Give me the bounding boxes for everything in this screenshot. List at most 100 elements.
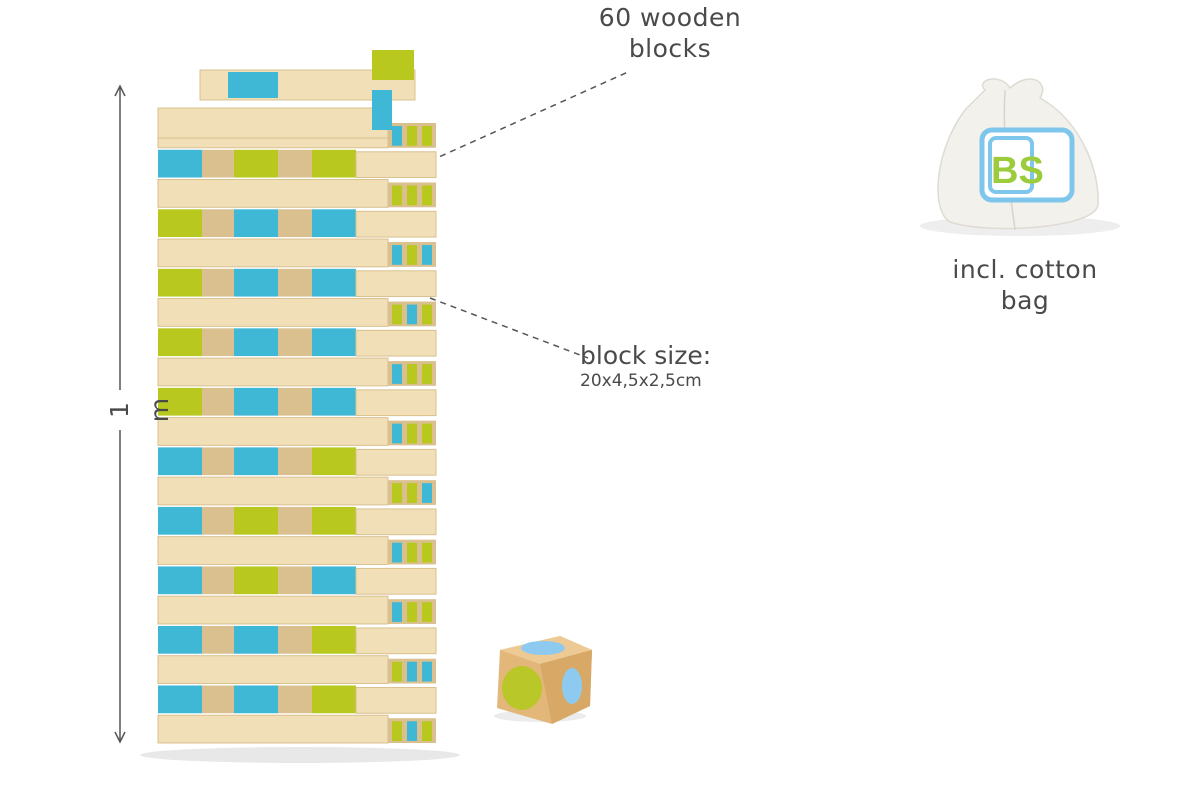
tower-block (422, 542, 432, 563)
tower-block (157, 655, 389, 684)
tower-block (407, 542, 417, 563)
tower-block (407, 185, 417, 206)
blocks-leader-line (409, 71, 629, 171)
tower-block (202, 149, 234, 178)
tower-block (407, 602, 417, 622)
tower-block (392, 661, 402, 682)
tower-block (355, 686, 437, 714)
tower-block (278, 447, 312, 476)
tower-block (234, 328, 278, 357)
height-label: 1 m (100, 390, 174, 430)
tower-block (157, 417, 389, 446)
tower-block (157, 107, 389, 139)
tower-block (407, 126, 417, 146)
tower-block (422, 721, 432, 741)
tower-block (202, 506, 234, 535)
tower-block (355, 210, 437, 238)
tower-block (158, 149, 202, 178)
tower-block (392, 483, 402, 503)
tower-block (422, 364, 432, 384)
tower-block (157, 179, 389, 208)
tower-block (422, 245, 432, 265)
tower-block (392, 721, 402, 741)
tower-block (278, 328, 312, 357)
tower-block (278, 625, 312, 654)
cotton-bag-image: BS (920, 78, 1120, 236)
tower-block (312, 387, 356, 416)
tower-block (355, 329, 437, 357)
tower-block (202, 566, 234, 595)
tower-block (392, 245, 402, 265)
tower-block (234, 506, 278, 535)
tower-block (407, 364, 417, 384)
tower-block (234, 566, 278, 595)
tower-block (312, 447, 356, 476)
tower-block (312, 149, 356, 178)
tower-block (202, 685, 234, 714)
tower-block (355, 151, 437, 179)
tower-block (355, 389, 437, 417)
tower-block (202, 328, 234, 357)
bag-label-line1: incl. cotton (952, 255, 1098, 284)
block-size-title: block size: (580, 341, 712, 370)
size-leader-line (429, 297, 589, 359)
tower-block (158, 506, 202, 535)
tower-block (312, 685, 356, 714)
tower-block (392, 185, 402, 206)
tower-block (312, 566, 356, 595)
tower-block (202, 209, 234, 238)
tower-block (355, 508, 437, 536)
block-size-label: block size: 20x4,5x2,5cm (580, 340, 760, 393)
blocks-label-line2: blocks (628, 34, 712, 64)
tower-block (157, 714, 389, 744)
tower-block (158, 685, 202, 714)
tower-block (407, 304, 417, 325)
tower-block (278, 685, 312, 714)
tower-block (407, 721, 417, 741)
tower-block (157, 536, 389, 565)
tower-block (157, 595, 389, 625)
tower-block (157, 476, 389, 506)
tower-block (278, 506, 312, 535)
blocks-label-line1: 60 wooden (598, 3, 742, 32)
tower-block (202, 447, 234, 476)
tower-block (158, 209, 202, 238)
tower-block (392, 423, 402, 444)
tower-block (234, 149, 278, 178)
tower-block (422, 483, 432, 503)
tower-block (157, 238, 389, 268)
tower-block (312, 328, 356, 357)
tower-block (422, 126, 432, 146)
tower-block (234, 387, 278, 416)
tower-block (422, 602, 432, 622)
cotton-bag-label: incl. cotton bag (930, 254, 1120, 317)
tower-block (355, 567, 437, 595)
tower-block (278, 149, 312, 178)
tower-block (234, 209, 278, 238)
tower-block (158, 566, 202, 595)
tower-block (157, 298, 389, 327)
tower-block (312, 506, 356, 535)
tower-block (422, 304, 432, 325)
blocks-count-label: 60 wooden blocks (560, 2, 780, 65)
tower-block (422, 185, 432, 206)
tower-block (312, 268, 356, 297)
tower-block (392, 602, 402, 622)
tower-block (372, 90, 392, 130)
wooden-block-tower (157, 50, 437, 744)
tower-block (228, 72, 278, 98)
tower-block (158, 625, 202, 654)
tower-block (312, 625, 356, 654)
tower-block (158, 447, 202, 476)
tower-block (312, 209, 356, 238)
tower-block (407, 483, 417, 503)
tower-block (202, 387, 234, 416)
tower-block (278, 209, 312, 238)
tower-block (234, 268, 278, 297)
tower-block (278, 387, 312, 416)
tower-block (392, 542, 402, 563)
tower-block (157, 357, 389, 387)
tower-block (355, 627, 437, 655)
block-size-value: 20x4,5x2,5cm (580, 371, 702, 392)
